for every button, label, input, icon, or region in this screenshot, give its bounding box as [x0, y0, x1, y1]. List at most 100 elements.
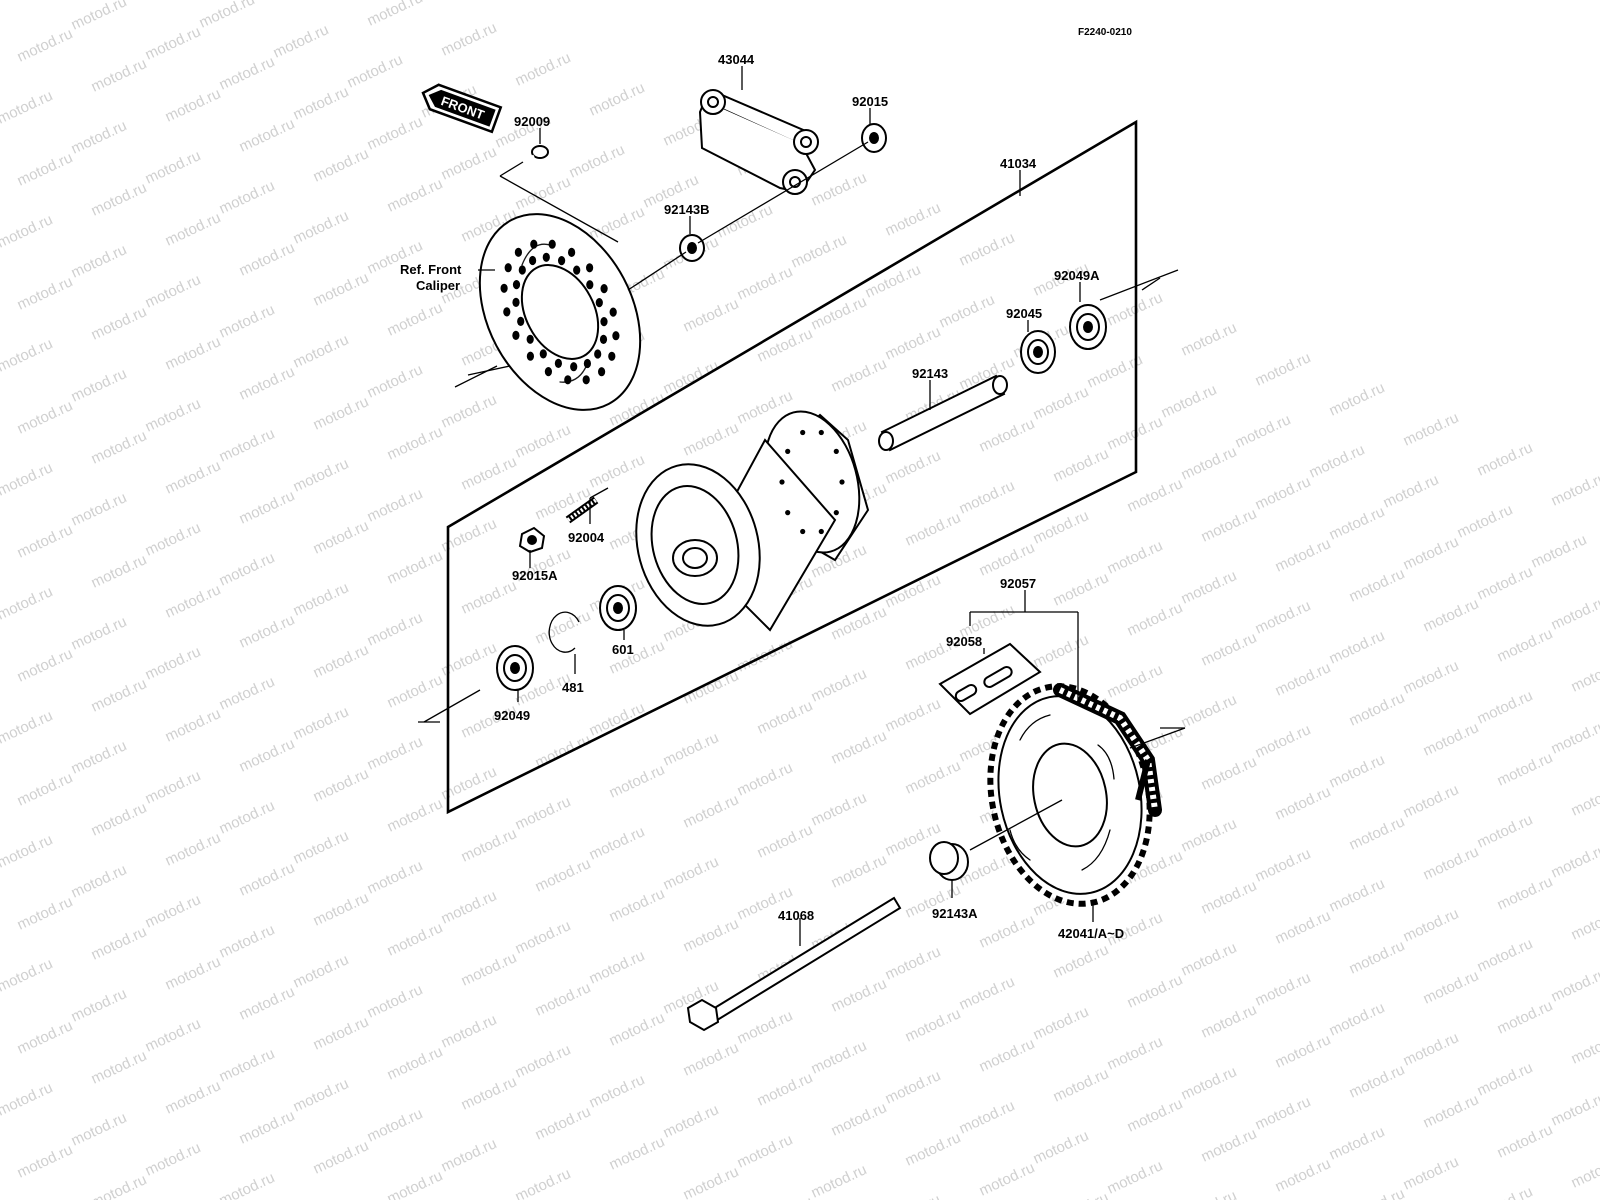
watermark-text: motod.ru: [1253, 473, 1314, 513]
watermark-text: motod.ru: [1051, 941, 1112, 981]
watermark-text: motod.ru: [197, 0, 258, 32]
watermark-text: motod.ru: [1253, 349, 1314, 389]
watermark-text: motod.ru: [957, 477, 1018, 517]
disc-hole: [526, 351, 535, 361]
watermark-text: motod.ru: [385, 1167, 446, 1200]
watermark-text: motod.ru: [69, 985, 130, 1025]
watermark-text: motod.ru: [1549, 841, 1600, 881]
watermark-text: motod.ru: [1179, 567, 1240, 607]
watermark-text: motod.ru: [1199, 877, 1260, 917]
part-label-41068: 41068: [778, 908, 814, 923]
watermark-text: motod.ru: [217, 921, 278, 961]
watermark-text: motod.ru: [863, 261, 924, 301]
watermark-text: motod.ru: [883, 1191, 944, 1200]
watermark-text: motod.ru: [735, 759, 796, 799]
watermark-text: motod.ru: [1401, 1153, 1462, 1193]
watermark-text: motod.ru: [1401, 533, 1462, 573]
watermark-text: motod.ru: [15, 521, 76, 561]
watermark-text: motod.ru: [291, 1075, 352, 1115]
watermark-text: motod.ru: [1495, 997, 1556, 1037]
watermark-text: motod.ru: [1125, 971, 1186, 1011]
hub-hole: [818, 528, 824, 535]
watermark-text: motod.ru: [69, 365, 130, 405]
watermark-text: motod.ru: [143, 1015, 204, 1055]
watermark-text: motod.ru: [1253, 1093, 1314, 1133]
watermark-text: motod.ru: [735, 263, 796, 303]
part-label-601: 601: [612, 642, 634, 657]
watermark-text: motod.ru: [1125, 599, 1186, 639]
watermark-text: motod.ru: [69, 0, 130, 34]
watermark-text: motod.ru: [715, 201, 776, 241]
watermark-text: motod.ru: [1307, 441, 1368, 481]
watermark-text: motod.ru: [89, 799, 150, 839]
leader-lines: [418, 66, 1186, 946]
watermark-text: motod.ru: [1495, 625, 1556, 665]
watermark-text: motod.ru: [217, 1045, 278, 1085]
watermark-text: motod.ru: [1421, 719, 1482, 759]
disc-hole: [517, 316, 525, 326]
watermark-text: motod.ru: [829, 355, 890, 395]
watermark-text: motod.ru: [1253, 845, 1314, 885]
watermark-text: motod.ru: [1347, 813, 1408, 853]
watermark-text: motod.ru: [0, 459, 55, 499]
watermark-text: motod.ru: [143, 891, 204, 931]
watermark-text: motod.ru: [977, 911, 1038, 951]
watermark-text: motod.ru: [237, 983, 298, 1023]
watermark-text: motod.ru: [365, 733, 426, 773]
watermark-text: motod.ru: [237, 239, 298, 279]
disc-hole: [570, 362, 578, 372]
watermark-text: motod.ru: [1199, 505, 1260, 545]
watermark-text: motod.ru: [217, 673, 278, 713]
watermark-text: motod.ru: [217, 177, 278, 217]
watermark-text: motod.ru: [0, 335, 55, 375]
watermark-text: motod.ru: [1549, 593, 1600, 633]
watermark-text: motod.ru: [661, 1101, 722, 1141]
watermark-text: motod.ru: [1549, 1089, 1600, 1129]
watermark-text: motod.ru: [365, 113, 426, 153]
watermark-text: motod.ru: [311, 1013, 372, 1053]
watermark-text: motod.ru: [291, 703, 352, 743]
disc-hole: [542, 252, 550, 262]
watermark-text: motod.ru: [883, 695, 944, 735]
watermark-text: motod.ru: [1401, 1029, 1462, 1069]
part-label-ref-front-caliper-1: Ref. Front: [400, 262, 462, 277]
watermark-text: motod.ru: [681, 915, 742, 955]
part-label-92009: 92009: [514, 114, 550, 129]
watermark-text: motod.ru: [1495, 1121, 1556, 1161]
watermark-text: motod.ru: [1327, 999, 1388, 1039]
watermark-text: motod.ru: [15, 149, 76, 189]
watermark-text: motod.ru: [311, 1137, 372, 1177]
watermark-text: motod.ru: [69, 737, 130, 777]
watermark-text: motod.ru: [291, 951, 352, 991]
watermark-text: motod.ru: [1347, 1061, 1408, 1101]
sprocket-42041: [987, 683, 1153, 907]
hub-hole: [839, 479, 845, 485]
watermark-text: motod.ru: [607, 1009, 668, 1049]
part-label-41034: 41034: [1000, 156, 1037, 171]
watermark-text: motod.ru: [1031, 507, 1092, 547]
drawing-code: F2240-0210: [1078, 27, 1132, 38]
watermark-text: motod.ru: [385, 175, 446, 215]
watermark-text: motod.ru: [1253, 597, 1314, 637]
watermark-text: motod.ru: [1233, 411, 1294, 451]
watermark-text: motod.ru: [1401, 409, 1462, 449]
watermark-text: motod.ru: [809, 169, 870, 209]
watermark-text: motod.ru: [89, 675, 150, 715]
watermark-text: motod.ru: [15, 397, 76, 437]
watermark-text: motod.ru: [809, 293, 870, 333]
collar-92143a: [929, 841, 969, 881]
watermark-text: motod.ru: [1569, 779, 1600, 819]
watermark-text: motod.ru: [533, 979, 594, 1019]
part-label-92143b: 92143B: [664, 202, 710, 217]
disc-hole: [526, 334, 534, 344]
watermark-text: motod.ru: [681, 667, 742, 707]
watermark-text: motod.ru: [163, 1077, 224, 1117]
watermark-text: motod.ru: [957, 973, 1018, 1013]
watermark-text: motod.ru: [89, 1171, 150, 1200]
disc-hole: [514, 247, 523, 257]
watermark-text: motod.ru: [311, 393, 372, 433]
bolt-92009: [521, 145, 549, 164]
watermark-text: motod.ru: [1401, 657, 1462, 697]
bearing-92049: [496, 645, 534, 691]
